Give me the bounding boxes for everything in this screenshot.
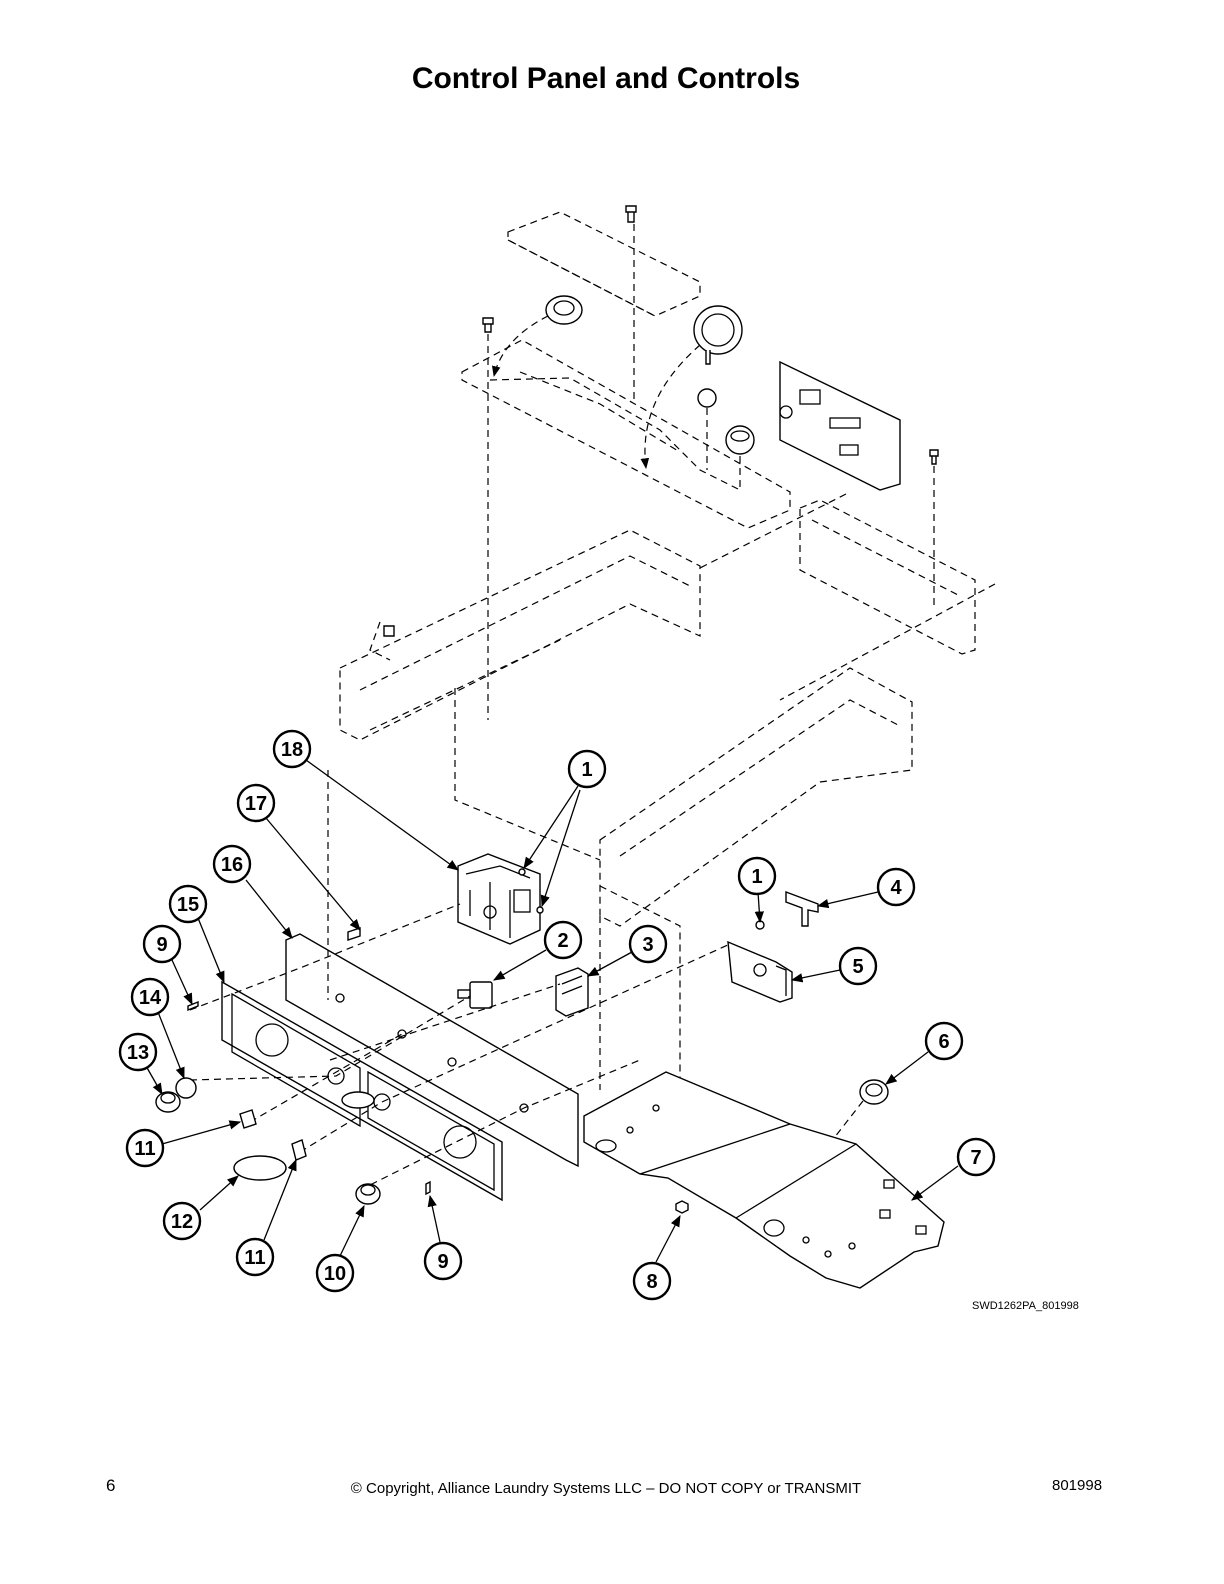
- svg-text:10: 10: [324, 1263, 346, 1285]
- knob-10: [355, 1183, 381, 1205]
- nut-8: [675, 1200, 689, 1214]
- bottom-support-plate: [583, 1071, 945, 1289]
- callout-4: 4: [876, 867, 916, 907]
- svg-text:18: 18: [281, 739, 303, 761]
- callout-10: 10: [315, 1253, 355, 1293]
- callout-13: 13: [118, 1032, 158, 1072]
- svg-text:12: 12: [171, 1211, 193, 1233]
- board-screw: [929, 449, 939, 610]
- callout-17: 17: [236, 783, 276, 823]
- lens-12: [233, 1155, 287, 1181]
- callout-2: 2: [543, 920, 583, 960]
- callout-11: 11: [125, 1128, 165, 1168]
- timer-assembly: [457, 853, 541, 945]
- page-title: Control Panel and Controls: [411, 62, 801, 95]
- svg-text:3: 3: [642, 934, 653, 956]
- svg-text:14: 14: [139, 987, 162, 1009]
- push-button-11a: [239, 1109, 257, 1129]
- knob-13: [155, 1091, 181, 1113]
- svg-text:9: 9: [437, 1251, 448, 1273]
- front-lower-bracket: [599, 667, 913, 927]
- svg-text:6: 6: [938, 1031, 949, 1053]
- svg-text:16: 16: [221, 854, 243, 876]
- svg-text:9: 9: [156, 934, 167, 956]
- figure-reference: SWD1262PA_801998: [972, 1300, 1079, 1312]
- svg-text:1: 1: [751, 866, 762, 888]
- push-button-11b: [291, 1139, 307, 1161]
- page-number: 6: [106, 1476, 116, 1495]
- callout-1: 1: [737, 856, 777, 896]
- knob-skirt-14: [175, 1077, 197, 1099]
- selector-switch: [457, 981, 493, 1009]
- pressure-switch-assembly: [727, 940, 793, 1003]
- electronic-control-board: [779, 360, 901, 491]
- svg-text:5: 5: [852, 956, 863, 978]
- callout-5: 5: [838, 946, 878, 986]
- control-console-tray: [461, 339, 791, 529]
- timer-motor-upper: [693, 305, 743, 365]
- control-panel-backing: [285, 933, 579, 1168]
- grommet: [859, 1079, 889, 1105]
- document-number: 801998: [1052, 1477, 1103, 1494]
- svg-text:4: 4: [890, 877, 902, 899]
- screw-9-lower: [425, 1180, 431, 1196]
- callout-7: 7: [956, 1137, 996, 1177]
- right-side-bracket: [799, 499, 976, 655]
- callout-16: 16: [212, 844, 252, 884]
- copyright-notice: © Copyright, Alliance Laundry Systems LL…: [350, 1480, 862, 1497]
- callout-6: 6: [924, 1021, 964, 1061]
- svg-text:1: 1: [581, 759, 592, 781]
- svg-text:11: 11: [244, 1247, 265, 1269]
- knob-upper: [545, 295, 583, 325]
- callout-14: 14: [130, 977, 170, 1017]
- console-screw-left: [482, 317, 494, 720]
- callout-1: 1: [567, 749, 607, 789]
- bracket-clip: [369, 621, 395, 661]
- svg-text:11: 11: [134, 1138, 155, 1160]
- callout-8: 8: [632, 1261, 672, 1301]
- svg-text:15: 15: [177, 894, 199, 916]
- callout-18: 18: [272, 729, 312, 769]
- svg-text:17: 17: [245, 793, 267, 815]
- leader-lines: [145, 759, 959, 1263]
- callout-3: 3: [628, 924, 668, 964]
- bushing-upper: [697, 388, 755, 455]
- callout-15: 15: [168, 884, 208, 924]
- svg-text:7: 7: [970, 1147, 981, 1169]
- left-rear-bracket: [339, 529, 701, 741]
- screw-9-upper: [187, 1000, 199, 1012]
- mounting-bracket: [785, 890, 819, 927]
- svg-text:8: 8: [646, 1271, 657, 1293]
- callout-11: 11: [235, 1237, 275, 1277]
- top-cover-plate: [507, 211, 701, 317]
- temperature-switch: [555, 967, 589, 1017]
- callout-9: 9: [142, 924, 182, 964]
- callout-9: 9: [423, 1241, 463, 1281]
- svg-text:13: 13: [127, 1042, 149, 1064]
- callout-12: 12: [162, 1201, 202, 1241]
- graphic-overlay: [221, 980, 503, 1202]
- top-screw: [625, 205, 637, 400]
- svg-text:2: 2: [557, 930, 568, 952]
